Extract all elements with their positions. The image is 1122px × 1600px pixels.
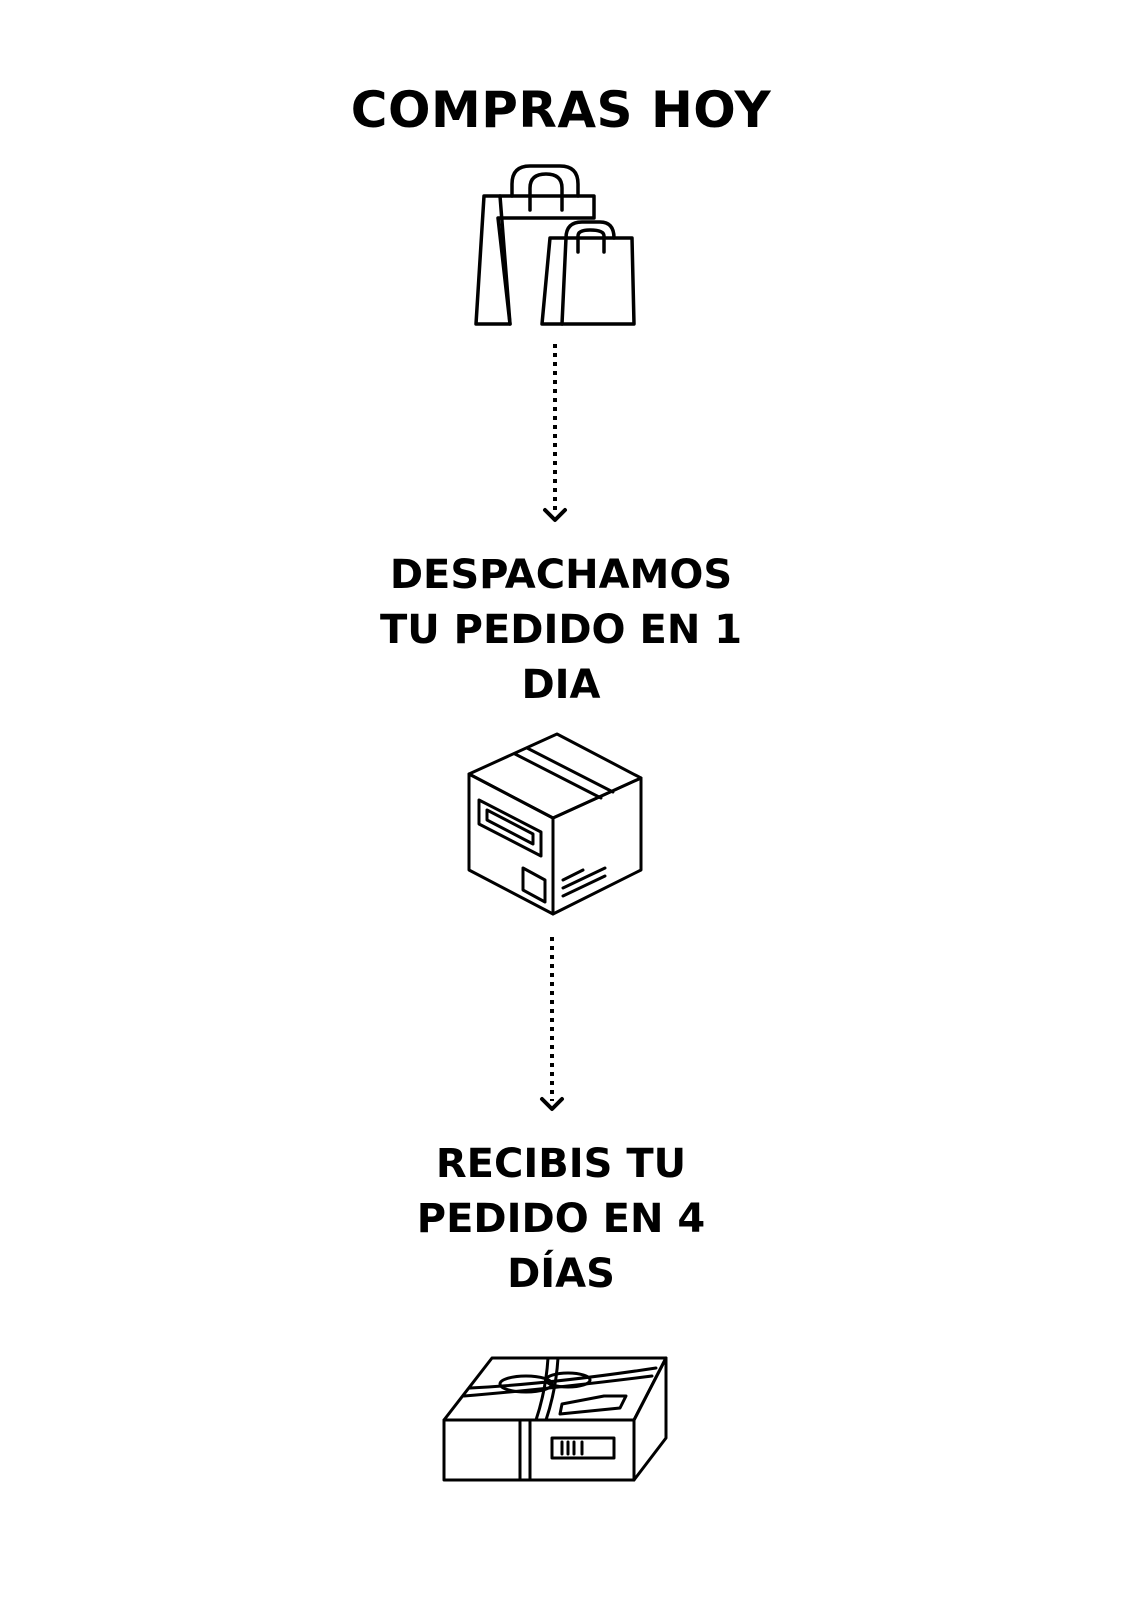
connector-arrow-2	[540, 937, 564, 1111]
step-3-title: RECIBIS TU PEDIDO EN 4 DÍAS	[0, 1137, 1122, 1302]
step-1-title: COMPRAS HOY	[0, 80, 1122, 140]
step-2-title-line-2: TU PEDIDO EN 1	[379, 607, 743, 653]
step-2-title-line-1: DESPACHAMOS	[389, 552, 733, 598]
shopping-bags-icon	[474, 164, 636, 326]
tied-package-icon	[442, 1356, 668, 1482]
step-3-title-line-2: PEDIDO EN 4	[416, 1196, 706, 1242]
step-3-title-line-3: DÍAS	[507, 1251, 615, 1297]
step-2-title: DESPACHAMOS TU PEDIDO EN 1 DIA	[0, 548, 1122, 713]
step-2-title-line-3: DIA	[521, 662, 601, 708]
connector-arrow-1	[543, 344, 567, 522]
shipping-box-icon	[467, 732, 643, 916]
step-1-title-line-1: COMPRAS HOY	[350, 81, 772, 139]
step-3-title-line-1: RECIBIS TU	[435, 1141, 687, 1187]
